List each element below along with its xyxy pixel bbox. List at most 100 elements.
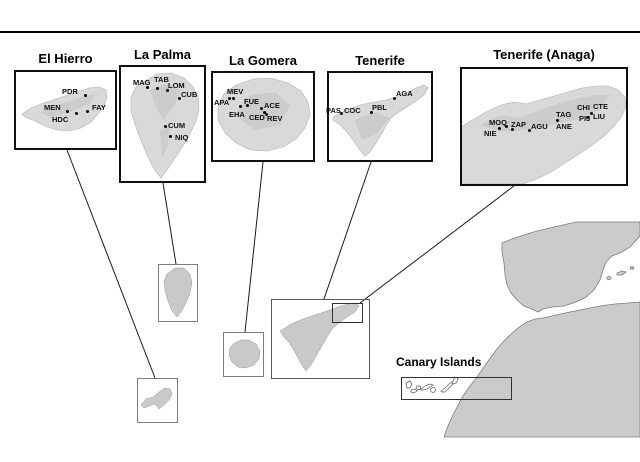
site-label-aga: AGA [396,89,413,98]
connector-lines [66,149,515,379]
site-label-lom: LOM [168,81,185,90]
site-label-men: MEN [44,103,61,112]
iberian-peninsula-shape [501,221,640,313]
site-label-ced: CED [249,113,265,122]
la-gomera-island-shape [217,77,311,152]
site-label-tab: TAB [154,75,169,84]
site-dot [166,89,170,93]
site-dot [590,112,594,116]
site-dot [178,97,182,101]
site-dot [505,125,509,129]
overview-canary-box [401,377,512,400]
site-label-coc: COC [344,106,361,115]
balearic-island-shape [616,270,627,276]
site-dot [164,125,168,129]
site-dot [66,110,70,114]
site-label-nie: NIE [484,129,497,138]
inset-frame-la-palma [119,65,206,183]
site-label-eha: EHA [229,110,245,119]
site-dot [246,104,250,108]
site-label-liu: LIU [593,112,606,121]
site-label-niq: NIQ [175,133,189,142]
site-label-ane: ANE [556,122,572,131]
site-dot [86,110,90,114]
connector-el-hierro [66,149,156,379]
tiny-gran-canaria [430,387,436,393]
inset-islands [21,72,627,185]
balearic-island-shape [606,275,612,280]
site-label-mev: MEV [227,87,244,96]
site-label-chi: CHI [577,103,590,112]
site-dot [528,129,532,133]
inset-frame-la-gomera [211,71,315,162]
site-label-fue: FUE [244,97,259,106]
site-dot [84,94,88,98]
overview-map [443,221,640,438]
site-dot [146,86,150,90]
tiny-la-gomera [415,385,422,391]
tenerife-island-shape [332,84,429,157]
site-label-moq: MOQ [489,118,507,127]
connector-tenerife [323,161,372,300]
site-dot [556,119,560,123]
site-dot [228,97,232,101]
site-label-zap: ZAP [511,120,526,129]
site-label-tag: TAG [556,110,572,119]
locator-frame-el-hierro [137,378,178,423]
inset-title-la-palma: La Palma [133,47,192,62]
site-label-pbl: PBL [372,103,387,112]
locator-frame-la-gomera [223,332,264,377]
site-label-apa: APA [214,98,230,107]
site-label-cub: CUB [181,90,198,99]
site-label-mag: MAG [133,78,151,87]
el-hierro-island-shape [21,86,108,132]
tiny-el-hierro [410,388,418,394]
site-label-hdc: HDC [52,115,69,124]
site-dot [586,116,590,120]
locator-frame-la-palma [158,264,198,322]
tiny-lanzarote [451,376,459,385]
tenerife-silhouette [279,302,360,372]
la-gomera-silhouette [228,339,261,369]
connector-anaga [359,185,515,304]
site-label-rev: REV [267,114,283,123]
locator-frame-tenerife [271,299,370,379]
site-label-fay: FAY [92,103,106,112]
site-label-pdr: PDR [62,87,78,96]
site-dot [239,105,243,109]
site-label-pas: PAS [326,106,341,115]
inset-title-tenerife: Tenerife [355,53,405,68]
figure-top-rule [0,31,640,33]
site-dot [393,97,397,101]
site-label-ace: ACE [264,101,280,110]
locator-islands [140,267,360,410]
inset-title-el-hierro: El Hierro [38,51,93,66]
site-dot [265,113,269,117]
balearic-island-shape [629,266,635,270]
tiny-la-palma [405,380,413,389]
north-africa-shape [443,301,640,438]
inset-frame-el-hierro [14,70,117,150]
site-dot [263,111,267,115]
site-dot [232,97,236,101]
el-hierro-silhouette [140,387,173,410]
inset-title-tenerife-anaga: Tenerife (Anaga) [493,47,595,62]
site-label-cte: CTE [593,102,608,111]
inset-title-la-gomera: La Gomera [229,53,297,68]
site-dot [169,135,173,139]
site-label-agu: AGU [531,122,548,131]
inset-frame-tenerife-anaga [460,67,628,186]
site-label-cum: CUM [168,121,186,130]
site-dot [511,128,515,132]
site-dot [340,112,344,116]
site-dot [75,112,79,116]
connector-la-gomera [244,161,264,333]
anaga-peninsula-shape [460,85,627,185]
site-dot [260,107,264,111]
site-label-pij: PIJ [579,114,591,123]
ridge-shading [40,84,610,158]
site-dot [156,87,160,91]
tiny-tenerife [420,383,434,391]
